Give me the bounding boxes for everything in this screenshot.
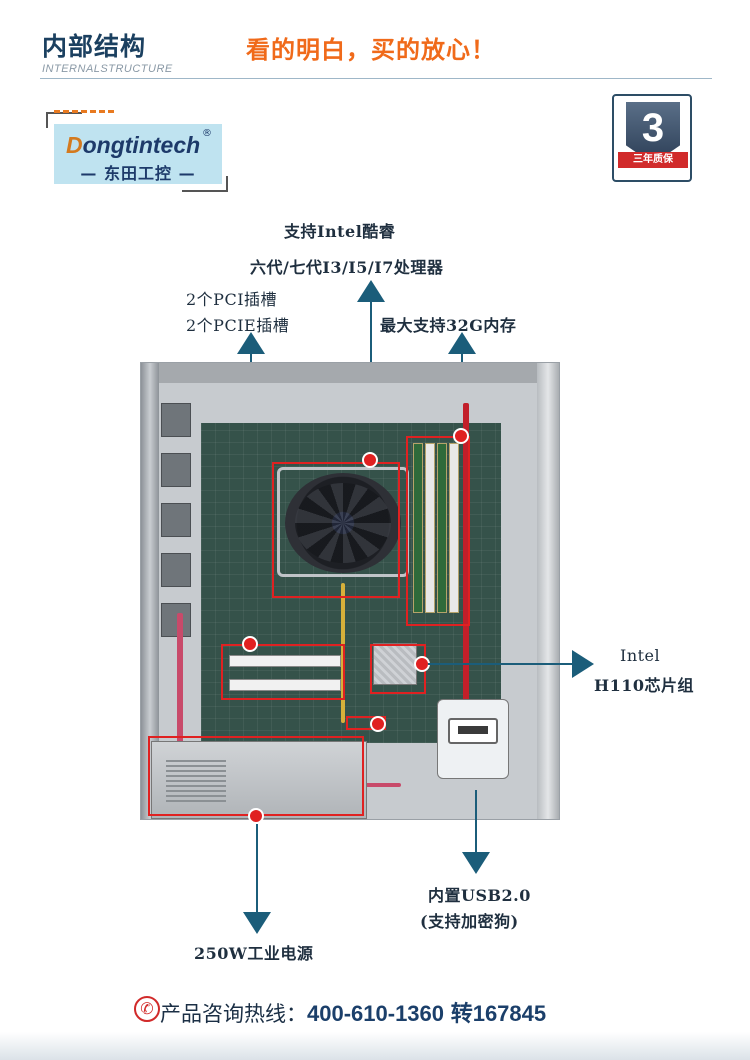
pci-slot bbox=[229, 655, 341, 667]
dimm-slot bbox=[449, 443, 459, 613]
footer-bar bbox=[0, 1032, 750, 1060]
cpu-highlight bbox=[272, 462, 400, 598]
chipset bbox=[373, 643, 417, 685]
pci-arrow-up-icon bbox=[237, 332, 265, 354]
logo-brand-en: Dongtintech bbox=[66, 132, 201, 158]
chassis-photo bbox=[140, 362, 560, 820]
usb-connector bbox=[437, 699, 509, 779]
memory-label: 最大支持32G内存 bbox=[380, 316, 517, 335]
cpu-fan-icon bbox=[285, 473, 401, 573]
usb-label-line1: 内置USB2.0 bbox=[428, 886, 531, 905]
dimm-slot bbox=[425, 443, 435, 613]
cpu-label-line2: 六代/七代I3/I5/I7处理器 bbox=[250, 258, 444, 277]
pci-highlight bbox=[221, 644, 345, 700]
hotline-number[interactable]: 400-610-1360 bbox=[307, 1001, 445, 1026]
section-title: 内部结构 bbox=[42, 32, 147, 61]
memory-marker bbox=[453, 428, 469, 444]
dimm-slot bbox=[437, 443, 447, 613]
phone-icon: ✆ bbox=[134, 996, 160, 1022]
logo-frame-corner bbox=[46, 112, 82, 128]
warranty-ribbon: 三年质保 bbox=[618, 152, 688, 168]
chipset-arrow-line bbox=[428, 663, 574, 665]
usb-arrow-line bbox=[475, 790, 477, 852]
cpu-marker bbox=[362, 452, 378, 468]
hotline: 产品咨询热线：400-610-1360 转167845 bbox=[160, 1001, 547, 1026]
warranty-years: 3 bbox=[641, 106, 665, 150]
cpu-label-line1: 支持Intel酷睿 bbox=[284, 222, 396, 241]
chipset-label-line1: Intel bbox=[620, 646, 661, 665]
header-divider bbox=[40, 78, 712, 79]
psu-arrow-line bbox=[256, 824, 258, 912]
usb-marker bbox=[370, 716, 386, 732]
slogan: 看的明白，买的放心！ bbox=[246, 36, 496, 64]
section-subtitle: INTERNALSTRUCTURE bbox=[42, 63, 173, 75]
brand-logo: Dongtintech ® — 东田工控 — bbox=[46, 110, 228, 192]
memory-highlight bbox=[406, 436, 470, 626]
psu-marker bbox=[248, 808, 264, 824]
dimm-slot bbox=[413, 443, 423, 613]
usb-label-line2: (支持加密狗) bbox=[420, 912, 519, 931]
cpu-arrow-up-icon bbox=[357, 280, 385, 302]
chipset-arrow-right-icon bbox=[572, 650, 594, 678]
logo-brand-cn: — 东田工控 — bbox=[80, 164, 196, 183]
hotline-ext: 转167845 bbox=[450, 1001, 547, 1026]
logo-frame-corner bbox=[182, 176, 228, 192]
warranty-badge: 3 三年质保 bbox=[612, 94, 692, 182]
usb-arrow-down-icon bbox=[462, 852, 490, 874]
power-supply bbox=[151, 741, 367, 819]
pci-label-line2: 2个PCIE插槽 bbox=[186, 316, 290, 335]
psu-arrow-down-icon bbox=[243, 912, 271, 934]
memory-arrow-up-icon bbox=[448, 332, 476, 354]
registered-mark: ® bbox=[202, 128, 212, 139]
pci-slot bbox=[229, 679, 341, 691]
psu-label: 250W工业电源 bbox=[194, 944, 314, 963]
logo-card: Dongtintech ® — 东田工控 — bbox=[54, 124, 222, 184]
psu-highlight bbox=[148, 736, 364, 816]
logo-dash bbox=[54, 110, 114, 113]
chipset-label-line2: H110芯片组 bbox=[594, 676, 695, 695]
pci-marker bbox=[242, 636, 258, 652]
pci-label-line1: 2个PCI插槽 bbox=[186, 290, 278, 309]
